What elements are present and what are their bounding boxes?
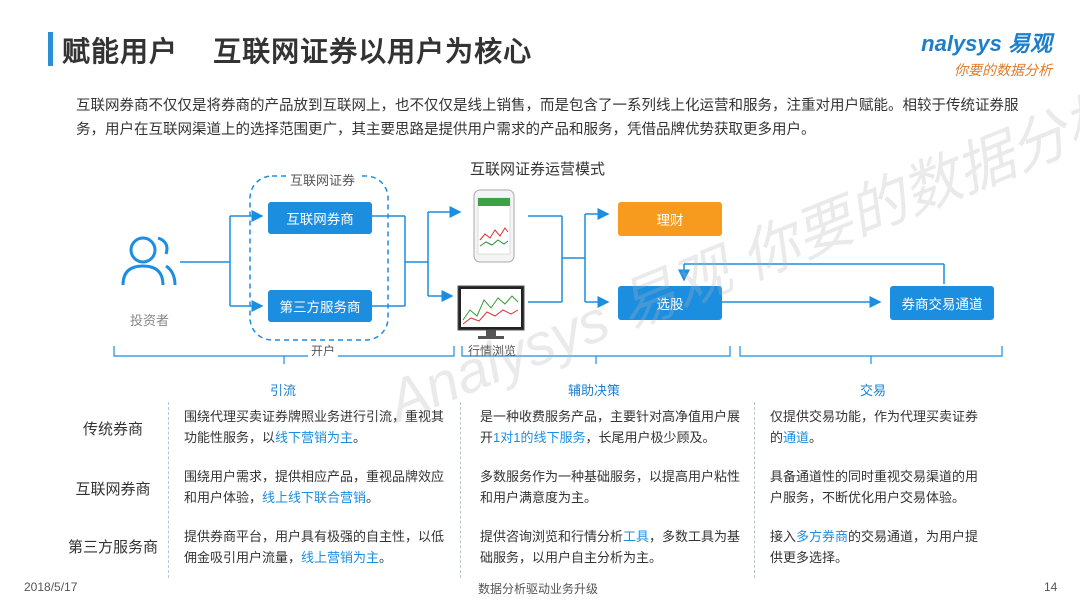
operation-model-diagram: 互联网证券运营模式 互联网证券 投资者 开户 行情浏览 互联网券商 第三方服务商… xyxy=(0,150,1080,400)
table-cell: 围绕用户需求，提供相应产品，重视品牌效应和用户体验，线上线下联合营销。 xyxy=(184,469,445,505)
wealth-box: 理财 xyxy=(618,202,722,236)
footer-center: 数据分析驱动业务升级 xyxy=(478,582,599,596)
table-cell: 围绕代理买卖证券牌照业务进行引流，重视其功能性服务，以线下营销为主。 xyxy=(184,409,445,445)
intro-paragraph: 互联网券商不仅仅是将券商的产品放到互联网上，也不仅仅是线上销售，而是包含了一系列… xyxy=(76,98,1019,138)
table-cell: 多数服务作为一种基础服务，以提高用户粘性和用户满意度为主。 xyxy=(480,469,741,505)
open-account-label: 开户 xyxy=(308,342,339,359)
internet-broker-box: 互联网券商 xyxy=(268,202,372,234)
third-party-box: 第三方服务商 xyxy=(268,290,372,322)
logo-text: nalysys 易观 xyxy=(921,31,1052,56)
stock-pick-box: 选股 xyxy=(618,286,722,320)
footer-date: 2018/5/17 xyxy=(24,580,78,594)
page-number: 14 xyxy=(1044,580,1058,594)
row-label-traditional: 传统券商 xyxy=(82,421,143,438)
brand-logo: nalysys 易观 你要的数据分析 xyxy=(921,26,1052,80)
column-divider xyxy=(460,402,461,578)
page-title: 赋能用户 互联网证券以用户为核心 xyxy=(62,36,533,67)
table-cell: 提供咨询浏览和行情分析工具，多数工具为基础服务，以用户自主分析为主。 xyxy=(480,529,741,565)
diagram-connectors xyxy=(113,175,1003,364)
table-cell: 仅提供交易功能，作为代理买卖证券的通道。 xyxy=(770,409,979,445)
investor-icon xyxy=(121,236,177,286)
market-label: 行情浏览 xyxy=(468,344,517,358)
trade-channel-box: 券商交易通道 xyxy=(890,286,994,320)
table-cell: 具备通道性的同时重视交易渠道的用户服务，不断优化用户交易体验。 xyxy=(770,469,979,505)
column-divider xyxy=(754,402,755,578)
table-cell: 提供券商平台，用户具有极强的自主性，以低佣金吸引用户流量，线上营销为主。 xyxy=(184,529,445,565)
investor-label: 投资者 xyxy=(130,313,170,328)
section-label-traffic: 引流 xyxy=(270,383,297,398)
group-label: 互联网证券 xyxy=(286,170,360,189)
column-divider xyxy=(168,402,169,578)
diagram-title: 互联网证券运营模式 xyxy=(470,161,606,178)
title-accent-bar xyxy=(48,32,53,66)
phone-icon xyxy=(473,189,515,263)
section-label-decision: 辅助决策 xyxy=(568,383,621,398)
row-label-third-party: 第三方服务商 xyxy=(67,539,158,556)
table-cell: 是一种收费服务产品，主要针对高净值用户展开1对1的线下服务，长尾用户极少顾及。 xyxy=(480,409,741,445)
monitor-icon xyxy=(457,285,525,339)
section-label-trade: 交易 xyxy=(860,383,887,398)
table-cell: 接入多方券商的交易通道，为用户提供更多选择。 xyxy=(770,529,979,565)
row-label-internet: 互联网券商 xyxy=(75,481,151,498)
logo-tagline: 你要的数据分析 xyxy=(954,62,1052,78)
